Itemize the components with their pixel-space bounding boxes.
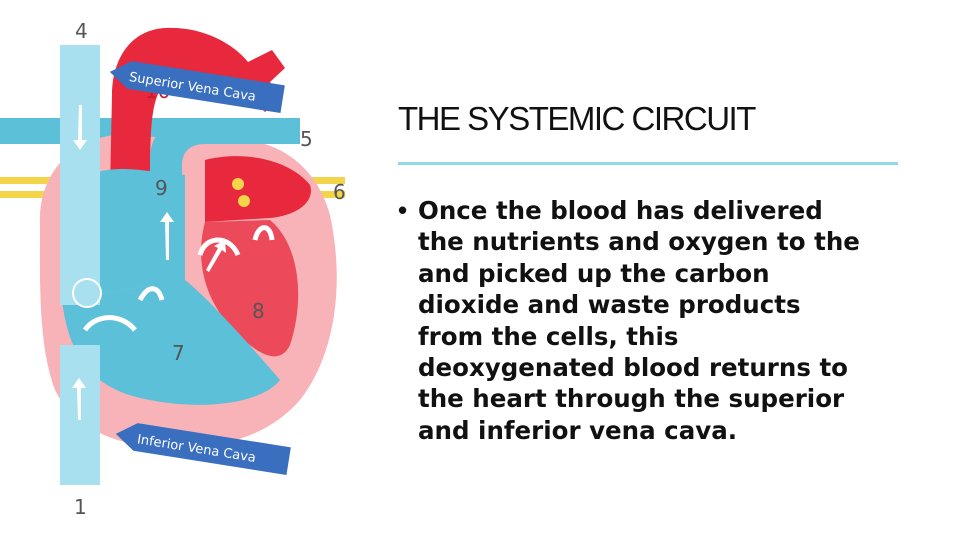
number-label: 5 [300,127,313,151]
flow-arrows [72,105,226,420]
node-dot-1 [232,178,244,190]
valve-pulmonary [137,286,165,302]
superior-vena-cava [60,45,100,305]
left-atrium [205,156,311,222]
number-label: 8 [252,299,265,323]
bullet-item: • Once the blood has delivered the nutri… [398,195,938,446]
title-divider [398,162,898,165]
node-dot-2 [238,195,250,207]
number-label: 9 [155,176,168,200]
sinoatrial-node [72,278,102,308]
number-label: 4 [75,19,88,43]
number-label: 6 [333,180,346,204]
slide-title: THE SYSTEMIC CIRCUIT [398,100,756,137]
number-label: 1 [74,495,87,519]
valve-mitral [197,237,241,257]
left-ventricle [201,220,299,357]
number-label: 7 [172,341,185,365]
heart-diagram: 4 10 5 9 6 8 7 1 Superior Vena Cava Infe… [0,19,346,519]
right-ventricle [62,280,280,405]
bullet-marker: • [398,195,408,225]
pulmonary-artery [150,118,300,285]
bullet-text: Once the blood has delivered the nutrien… [418,196,860,445]
valve-aortic [252,225,275,241]
valve-tricuspid [82,315,137,332]
